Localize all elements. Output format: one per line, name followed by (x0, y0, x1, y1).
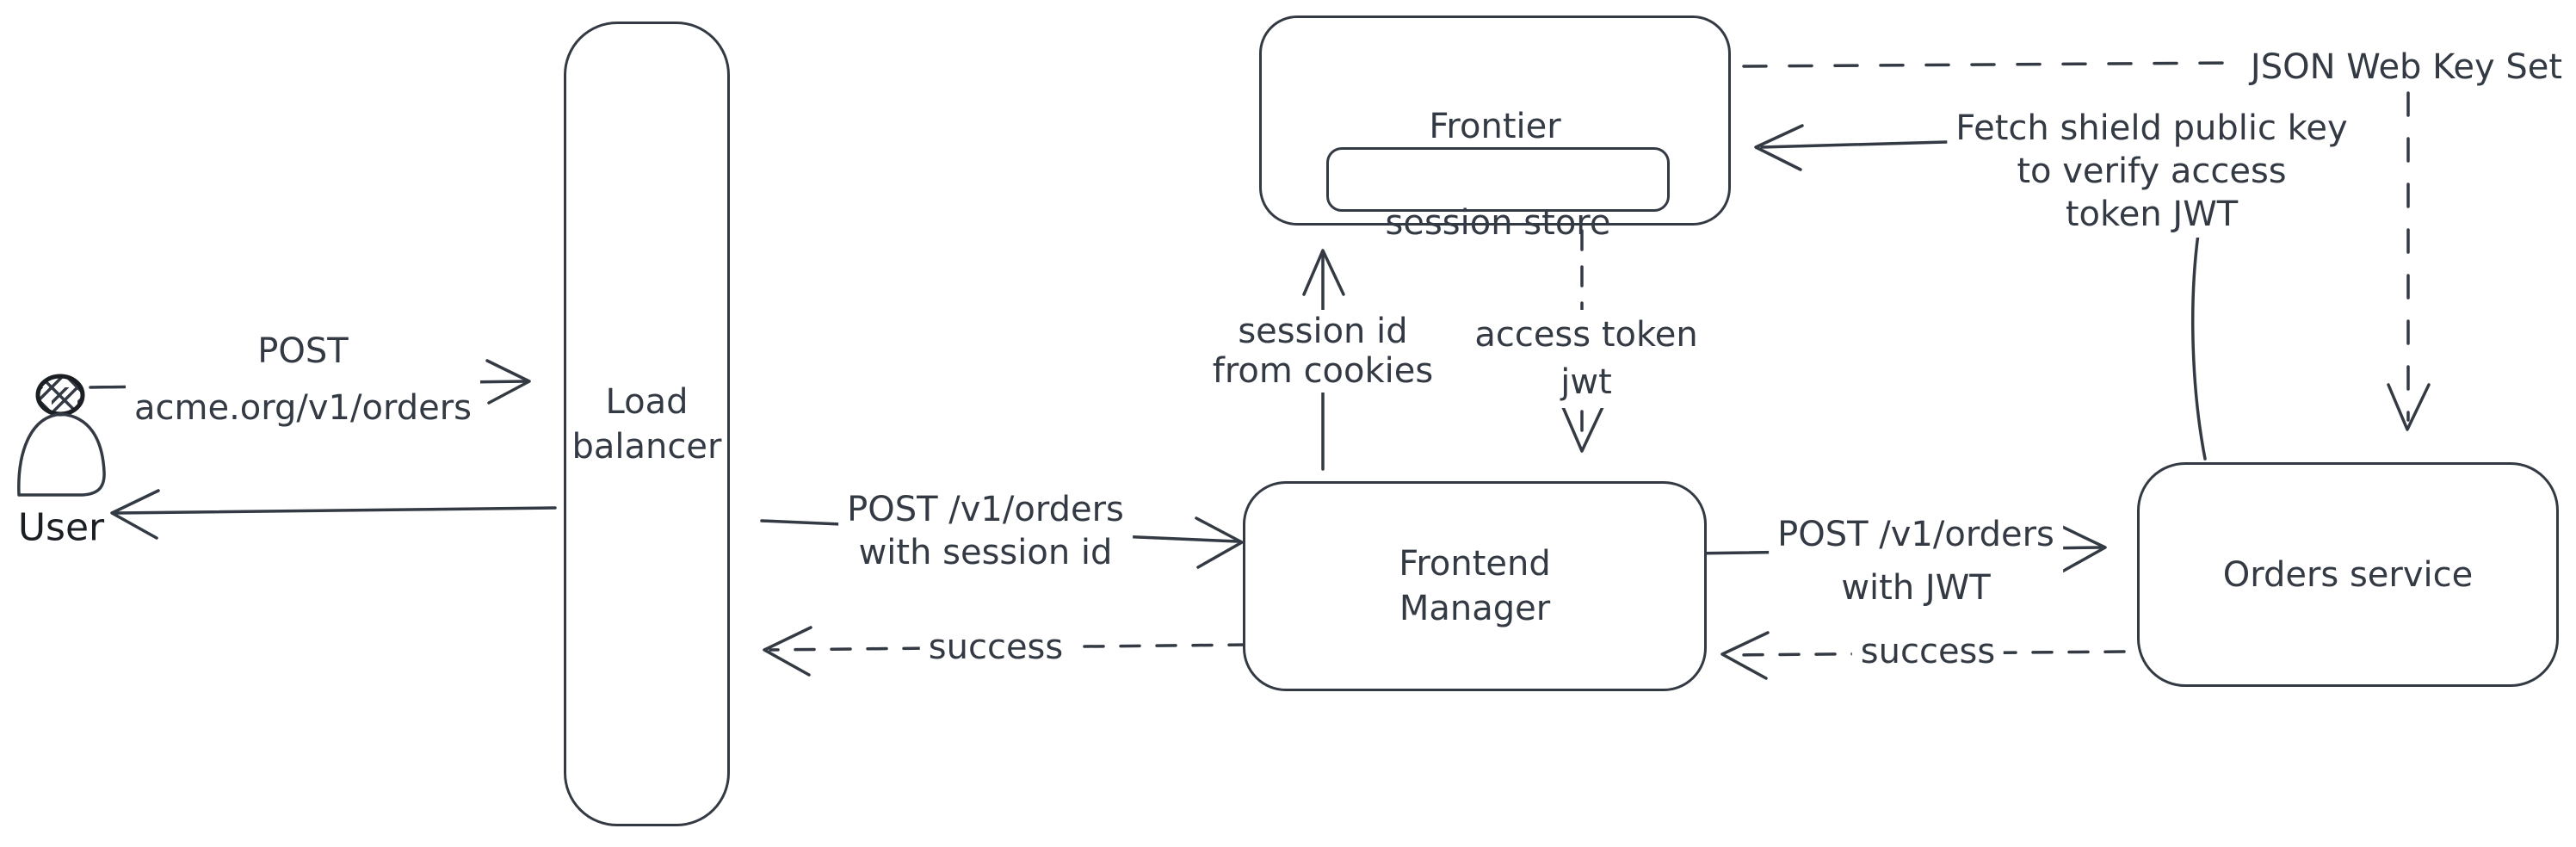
label-user-to-lb: POST acme.org/v1/orders (126, 321, 480, 438)
label-fm-to-lb-success-text: success (928, 628, 1064, 667)
label-fm-to-lb-success: success (919, 623, 1072, 671)
label-orders-to-fm-success: success (1851, 628, 2005, 676)
label-access-token-line1: access token (1474, 315, 1698, 355)
label-lb-to-fm-line2: with session id (858, 533, 1113, 572)
node-orders-service: Orders service (2137, 462, 2559, 687)
label-lb-to-fm-line1: POST /v1/orders (847, 490, 1124, 529)
label-fm-to-orders-line2: with JWT (1841, 568, 1991, 608)
load-balancer-label-line1: Load (605, 381, 689, 422)
label-orders-to-fm-success-text: success (1860, 632, 1996, 671)
node-frontier: Frontier session store (1259, 15, 1731, 243)
label-fetch-shield-key-line2: to verify access (2017, 151, 2287, 191)
orders-service-label: Orders service (2222, 554, 2474, 595)
label-session-id: session id from cookies (1203, 310, 1442, 393)
arrow-orders-to-frontier (1754, 124, 2207, 461)
label-session-id-line2: from cookies (1212, 351, 1434, 391)
load-balancer-label-line2: balancer (571, 426, 722, 467)
label-access-token: access token jwt (1466, 310, 1707, 408)
node-frontend-manager: Frontend Manager (1243, 481, 1707, 691)
label-fetch-shield-key: Fetch shield public key to verify access… (1947, 105, 2357, 238)
frontend-manager-label-line2: Manager (1399, 589, 1551, 628)
arrow-lb-to-user (110, 489, 557, 540)
user-icon (17, 374, 106, 497)
label-fetch-shield-key-line1: Fetch shield public key (1955, 108, 2348, 148)
label-fm-to-orders-line1: POST /v1/orders (1777, 515, 2054, 554)
session-store-label: session store (1385, 202, 1611, 243)
label-lb-to-fm: POST /v1/orders with session id (838, 486, 1133, 576)
node-load-balancer: Load balancer (564, 22, 730, 826)
label-fm-to-orders: POST /v1/orders with JWT (1769, 506, 2063, 616)
arrow-fm-to-lb-success (763, 626, 1250, 677)
label-user-to-lb-line1: POST (257, 331, 349, 371)
label-user-to-lb-line2: acme.org/v1/orders (134, 388, 472, 428)
label-fetch-shield-key-line3: token JWT (2065, 195, 2239, 234)
label-access-token-line2: jwt (1560, 362, 1612, 402)
line-frontier-to-jwks (1742, 61, 2233, 68)
label-jwks: JSON Web Key Set (2242, 43, 2571, 91)
label-session-id-line1: session id (1238, 312, 1408, 351)
arrow-jwks-to-orders (2387, 91, 2431, 431)
label-jwks-text: JSON Web Key Set (2250, 47, 2563, 87)
user-label: User (17, 505, 105, 550)
node-session-store: session store (1326, 147, 1670, 243)
frontier-title: Frontier (1429, 107, 1561, 146)
frontend-manager-label-line1: Frontend (1399, 544, 1551, 584)
